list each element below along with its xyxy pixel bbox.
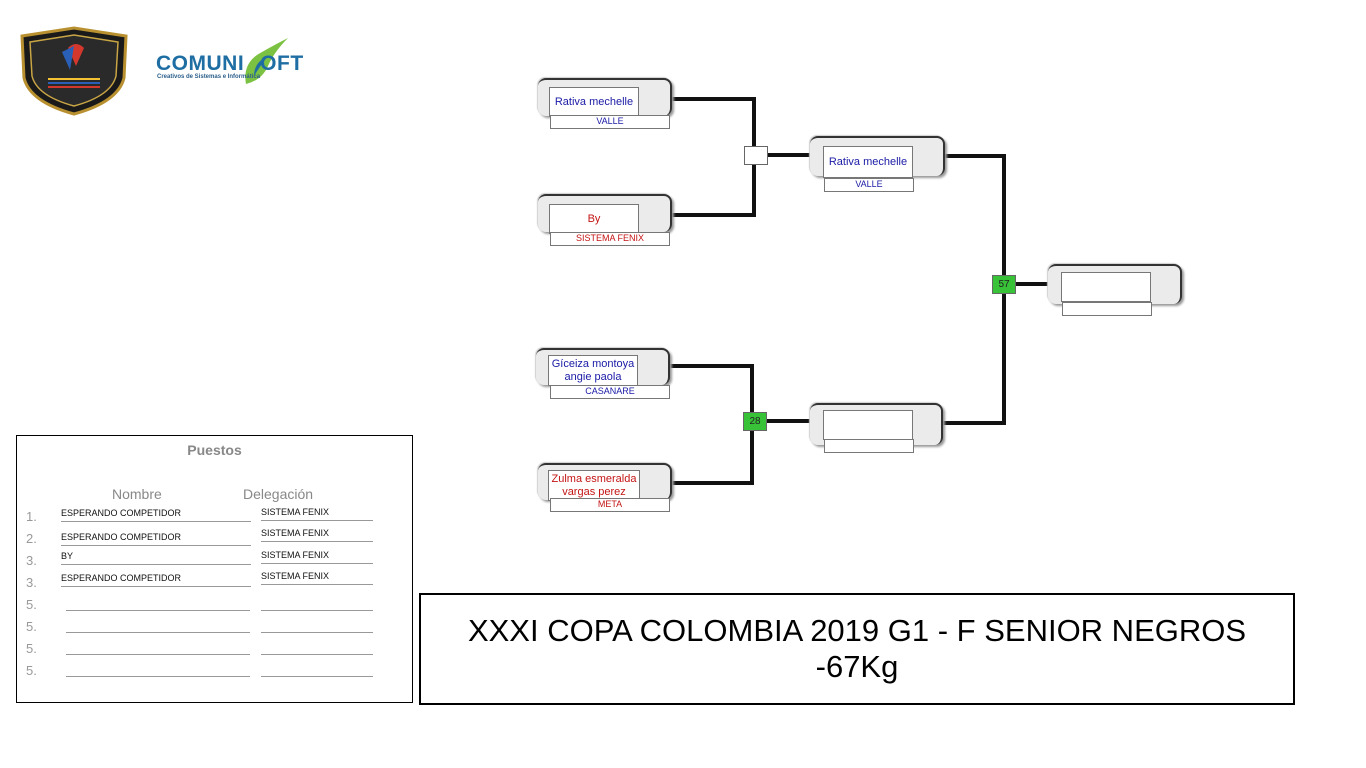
- column-header-delegation: Delegación: [243, 486, 314, 502]
- competitor-card[interactable]: [810, 403, 943, 445]
- competitor-card[interactable]: Gíceiza montoya angie paola: [536, 348, 670, 386]
- match-number[interactable]: [744, 146, 768, 165]
- competitor-delegation: VALLE: [550, 115, 670, 129]
- comunisoft-wordmark: COMUNI OFT: [156, 52, 304, 76]
- competitor-name: [823, 410, 913, 440]
- competitor-card[interactable]: Rativa mechelle: [810, 136, 945, 178]
- competitor-card[interactable]: Rativa mechelle: [538, 78, 672, 117]
- comunisoft-logo: COMUNI OFT Creativos de Sistemas e Inform…: [152, 34, 332, 90]
- competitor-name: Rativa mechelle: [823, 146, 913, 178]
- standings-title: Puestos: [187, 442, 242, 458]
- competitor-name: Zulma esmeralda vargas perez: [548, 470, 640, 501]
- standing-delegation: SISTEMA FENIX: [261, 506, 373, 521]
- competitor-delegation: [1062, 302, 1152, 316]
- standing-name: [66, 596, 250, 611]
- competitor-name: [1061, 272, 1151, 302]
- place-number: 5.: [26, 641, 37, 656]
- competitor-name: By: [549, 204, 639, 234]
- standing-name: ESPERANDO COMPETIDOR: [61, 507, 251, 522]
- column-header-name: Nombre: [112, 486, 162, 502]
- competitor-delegation: VALLE: [824, 178, 914, 192]
- standing-name: ESPERANDO COMPETIDOR: [61, 531, 251, 546]
- competitor-delegation: SISTEMA FENIX: [550, 232, 670, 246]
- competitor-delegation: META: [550, 498, 670, 512]
- standing-delegation: SISTEMA FENIX: [261, 549, 373, 564]
- standing-delegation: SISTEMA FENIX: [261, 570, 373, 585]
- standing-name: [66, 640, 250, 655]
- match-number[interactable]: 28: [743, 412, 767, 431]
- competitor-name: Gíceiza montoya angie paola: [548, 355, 638, 386]
- place-number: 5.: [26, 597, 37, 612]
- comunisoft-wordmark-right: OFT: [260, 52, 304, 75]
- standing-delegation: [261, 618, 373, 633]
- place-number: 1.: [26, 509, 37, 524]
- standing-delegation: [261, 596, 373, 611]
- comunisoft-wordmark-left: COMUNI: [156, 52, 245, 75]
- standing-name: ESPERANDO COMPETIDOR: [61, 572, 251, 587]
- standing-name: [66, 618, 250, 633]
- event-title: XXXI COPA COLOMBIA 2019 G1 - F SENIOR NE…: [467, 613, 1247, 684]
- final-card[interactable]: [1048, 264, 1182, 304]
- place-number: 5.: [26, 619, 37, 634]
- standing-delegation: [261, 662, 373, 677]
- place-number: 3.: [26, 553, 37, 568]
- federation-logo: [18, 26, 130, 116]
- comunisoft-swoosh-icon: [245, 38, 288, 84]
- competitor-card[interactable]: Zulma esmeralda vargas perez: [538, 463, 672, 501]
- standing-name: [66, 662, 250, 677]
- place-number: 5.: [26, 663, 37, 678]
- competitor-name: Rativa mechelle: [549, 87, 639, 117]
- standing-name: BY: [61, 550, 251, 565]
- match-number[interactable]: 57: [992, 275, 1016, 294]
- standing-delegation: [261, 640, 373, 655]
- competitor-delegation: CASANARE: [550, 385, 670, 399]
- competitor-card[interactable]: By: [538, 194, 672, 234]
- standings-panel: Puestos Nombre Delegación 1. ESPERANDO C…: [16, 435, 413, 703]
- event-title-box: XXXI COPA COLOMBIA 2019 G1 - F SENIOR NE…: [419, 593, 1295, 705]
- place-number: 2.: [26, 531, 37, 546]
- standing-delegation: SISTEMA FENIX: [261, 527, 373, 542]
- place-number: 3.: [26, 575, 37, 590]
- comunisoft-tagline: Creativos de Sistemas e Informática: [157, 74, 261, 80]
- competitor-delegation: [824, 439, 914, 453]
